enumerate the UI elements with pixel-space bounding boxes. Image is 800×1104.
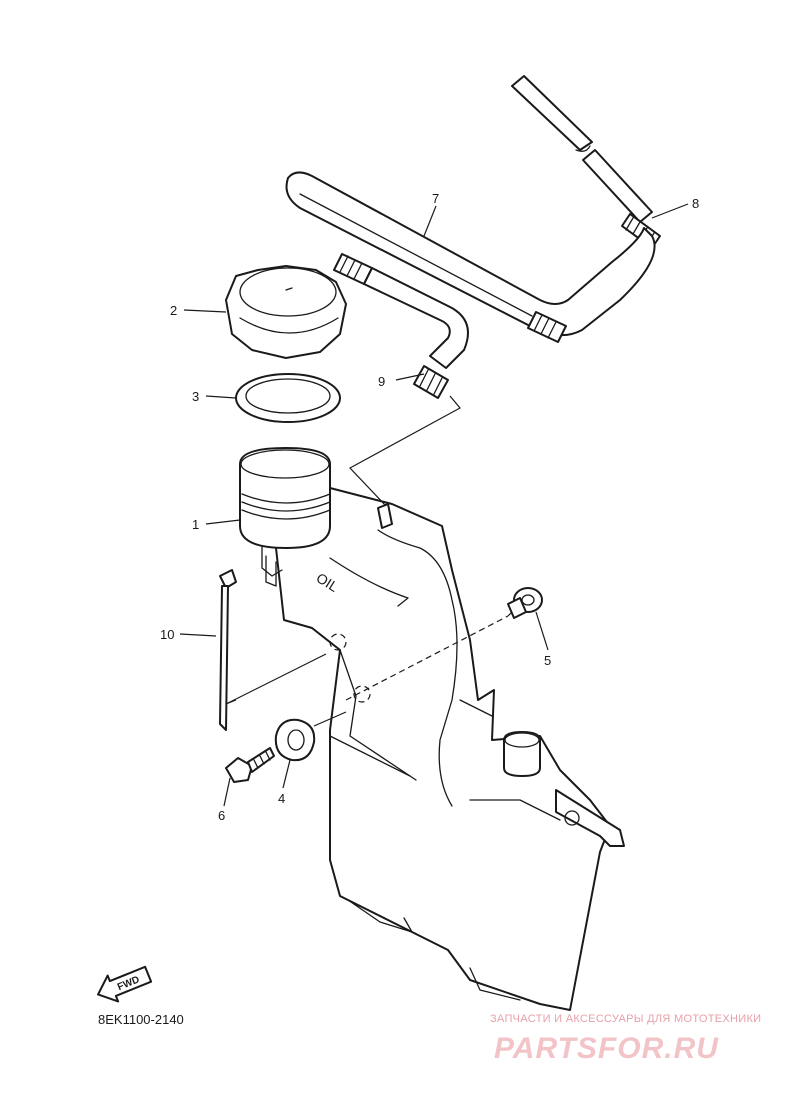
callout-1: 1: [192, 517, 199, 532]
callout-6: 6: [218, 808, 225, 823]
forward-arrow-icon: FWD: [97, 965, 153, 1003]
oil-tank: OIL: [239, 447, 625, 1011]
callout-7: 7: [432, 191, 439, 206]
watermark-brand: PARTSFOR.RU: [494, 1032, 719, 1065]
callout-4: 4: [278, 791, 285, 806]
callout-10: 10: [160, 627, 174, 642]
drawing-code: 8EK1100-2140: [98, 1012, 184, 1027]
callout-9: 9: [378, 374, 385, 389]
assembly-lines: [225, 395, 513, 727]
callout-2: 2: [170, 303, 177, 318]
collar: [507, 587, 543, 619]
cable-tie: [219, 569, 237, 731]
hose-end-9: [413, 365, 449, 399]
grommet: [274, 718, 316, 762]
breather-hose: [285, 75, 661, 399]
callout-leaders: [179, 203, 689, 807]
watermark-tagline: ЗАПЧАСТИ И АКСЕССУАРЫ ДЛЯ МОТОТЕХНИКИ: [490, 1013, 761, 1025]
callout-5: 5: [544, 653, 551, 668]
filler-cap: [225, 265, 347, 359]
bolt: [225, 747, 275, 783]
watermark: ЗАПЧАСТИ И АКСЕССУАРЫ ДЛЯ МОТОТЕХНИКИ PA…: [490, 1013, 761, 1065]
callout-8: 8: [692, 196, 699, 211]
callout-3: 3: [192, 389, 199, 404]
hose-band-right: [527, 311, 567, 343]
o-ring: [235, 373, 341, 423]
